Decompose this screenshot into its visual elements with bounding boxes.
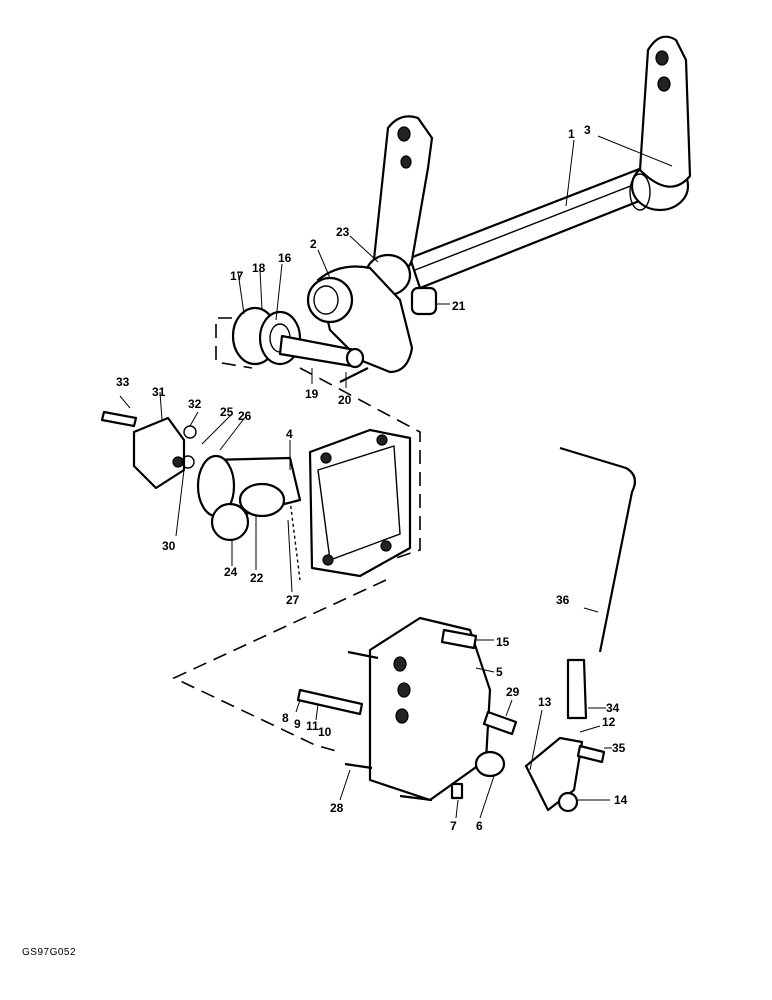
callout-36: 36 [556, 593, 570, 607]
callout-8: 8 [282, 711, 289, 725]
callout-1: 1 [568, 127, 575, 141]
cam-arm-assembly [231, 265, 414, 383]
callout-6: 6 [476, 819, 483, 833]
callout-31: 31 [152, 385, 166, 399]
callout-18: 18 [252, 261, 266, 275]
callout-4: 4 [286, 427, 293, 441]
callout-9: 9 [294, 717, 301, 731]
callout-27: 27 [286, 593, 300, 607]
callout-35: 35 [612, 741, 626, 755]
callout-5: 5 [496, 665, 503, 679]
callout-14: 14 [614, 793, 628, 807]
callout-25: 25 [220, 405, 234, 419]
callout-24: 24 [224, 565, 238, 579]
callout-26: 26 [238, 409, 252, 423]
callout-28: 28 [330, 801, 344, 815]
callout-20: 20 [338, 393, 352, 407]
callout-34: 34 [606, 701, 620, 715]
callout-29: 29 [506, 685, 520, 699]
callout-23: 23 [336, 225, 350, 239]
callout-19: 19 [305, 387, 319, 401]
control-valve-housing [296, 446, 637, 813]
callout-15: 15 [496, 635, 510, 649]
callout-labels: 1 3 2 23 16 17 18 21 19 20 33 31 32 25 2… [116, 123, 628, 833]
callout-2: 2 [310, 237, 317, 251]
callout-10: 10 [318, 725, 332, 739]
callout-21: 21 [452, 299, 466, 313]
callout-33: 33 [116, 375, 130, 389]
lift-shaft-assembly [364, 35, 692, 316]
callout-11: 11 [306, 719, 319, 733]
callout-7: 7 [450, 819, 457, 833]
drawing-reference-code: GS97G052 [22, 947, 77, 958]
callout-32: 32 [188, 397, 202, 411]
lift-cylinder-housing [100, 410, 412, 581]
callout-leader-lines [119, 135, 673, 819]
callout-17: 17 [230, 269, 244, 283]
assembly-guide-lines [172, 317, 421, 753]
callout-30: 30 [162, 539, 176, 553]
callout-22: 22 [250, 571, 264, 585]
callout-12: 12 [602, 715, 616, 729]
callout-16: 16 [278, 251, 292, 265]
callout-3: 3 [584, 123, 591, 137]
callout-13: 13 [538, 695, 552, 709]
